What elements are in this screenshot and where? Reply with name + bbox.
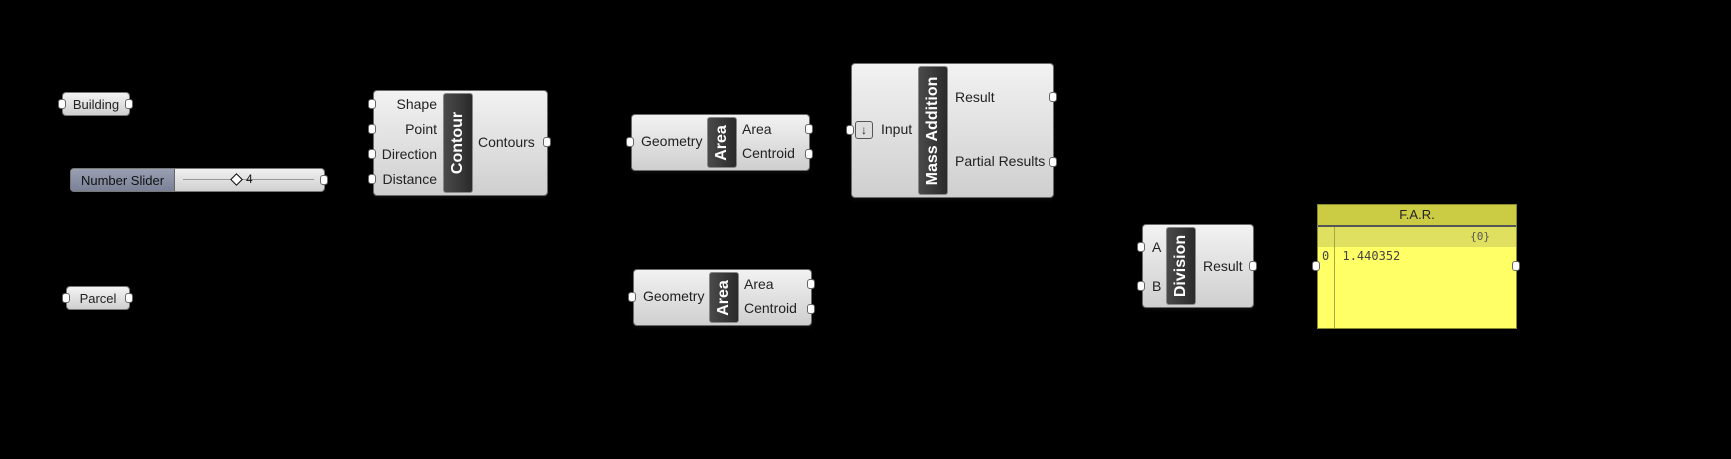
- contour-input-point: Point: [405, 121, 437, 137]
- area1-input-geometry: Geometry: [641, 133, 703, 149]
- area2-output-area: Area: [744, 276, 774, 292]
- division-output-result: Result: [1203, 258, 1243, 274]
- slider-track[interactable]: [183, 179, 314, 180]
- parcel-input-grip[interactable]: [62, 293, 70, 303]
- slider-value: 4: [246, 172, 253, 186]
- panel-output-grip[interactable]: [1512, 261, 1520, 271]
- contour-output-contours: Contours: [478, 134, 535, 150]
- parcel-param[interactable]: Parcel: [66, 286, 130, 310]
- area2-grip-area[interactable]: [807, 279, 815, 289]
- slider-name: Number Slider: [71, 169, 175, 191]
- panel-input-grip[interactable]: [1312, 261, 1320, 271]
- contour-title-bar: Contour: [443, 93, 473, 193]
- mass-grip-partial[interactable]: [1049, 157, 1057, 167]
- contour-title: Contour: [449, 111, 466, 175]
- parcel-label: Parcel: [79, 290, 117, 306]
- panel-index: 0: [1322, 249, 1330, 263]
- mass-output-partial: Partial Results: [955, 153, 1046, 169]
- panel-value: 1.440352: [1342, 249, 1401, 263]
- flatten-icon[interactable]: ↓: [855, 121, 873, 139]
- far-panel[interactable]: F.A.R. {0} 0 1.440352: [1317, 204, 1517, 329]
- contour-input-direction: Direction: [381, 146, 437, 162]
- building-param[interactable]: Building: [62, 92, 130, 116]
- building-output-grip[interactable]: [125, 99, 133, 109]
- area-component-1[interactable]: Geometry Area Area Centroid: [631, 114, 810, 171]
- area1-output-centroid: Centroid: [742, 145, 795, 161]
- area1-title: Area: [713, 124, 730, 161]
- area1-title-bar: Area: [707, 117, 737, 168]
- contour-component[interactable]: Shape Point Direction Distance Contour C…: [373, 90, 548, 196]
- contour-grip-point[interactable]: [368, 124, 376, 134]
- area2-input-geometry: Geometry: [643, 288, 705, 304]
- panel-title: F.A.R.: [1318, 205, 1516, 227]
- parcel-output-grip[interactable]: [125, 293, 133, 303]
- division-input-b: B: [1152, 278, 1162, 294]
- area-component-2[interactable]: Geometry Area Area Centroid: [633, 269, 812, 326]
- building-input-grip[interactable]: [58, 99, 66, 109]
- division-title: Division: [1172, 234, 1189, 298]
- division-grip-b[interactable]: [1137, 281, 1145, 291]
- contour-grip-shape[interactable]: [368, 99, 376, 109]
- division-component[interactable]: A B Division Result: [1142, 224, 1254, 308]
- area2-title-bar: Area: [709, 272, 739, 323]
- division-input-a: A: [1152, 239, 1162, 255]
- panel-path: {0}: [1318, 227, 1516, 247]
- mass-title: Mass Addition: [924, 76, 941, 185]
- mass-grip-input[interactable]: [846, 125, 854, 135]
- area1-grip-area[interactable]: [805, 124, 813, 134]
- mass-input-label: Input: [881, 121, 913, 137]
- mass-addition-component[interactable]: ↓ Input Mass Addition Result Partial Res…: [851, 63, 1054, 198]
- division-grip-result[interactable]: [1249, 261, 1257, 271]
- mass-grip-result[interactable]: [1049, 92, 1057, 102]
- area1-grip-geometry[interactable]: [626, 137, 634, 147]
- contour-grip-contours[interactable]: [543, 137, 551, 147]
- area1-grip-centroid[interactable]: [805, 149, 813, 159]
- area2-output-centroid: Centroid: [744, 300, 797, 316]
- division-title-bar: Division: [1166, 227, 1196, 305]
- number-slider[interactable]: Number Slider 4: [70, 168, 325, 192]
- contour-input-distance: Distance: [382, 171, 437, 187]
- contour-input-shape: Shape: [396, 96, 437, 112]
- area1-output-area: Area: [742, 121, 772, 137]
- area2-grip-centroid[interactable]: [807, 304, 815, 314]
- slider-handle[interactable]: [230, 173, 243, 186]
- contour-grip-direction[interactable]: [368, 149, 376, 159]
- area2-grip-geometry[interactable]: [628, 292, 636, 302]
- mass-title-bar: Mass Addition: [918, 66, 948, 195]
- slider-output-grip[interactable]: [320, 175, 328, 185]
- mass-output-result: Result: [955, 89, 995, 105]
- division-grip-a[interactable]: [1137, 242, 1145, 252]
- panel-index-divider: [1334, 227, 1335, 328]
- contour-grip-distance[interactable]: [368, 174, 376, 184]
- area2-title: Area: [715, 279, 732, 316]
- building-label: Building: [72, 96, 120, 112]
- panel-row: 0 1.440352: [1318, 249, 1516, 263]
